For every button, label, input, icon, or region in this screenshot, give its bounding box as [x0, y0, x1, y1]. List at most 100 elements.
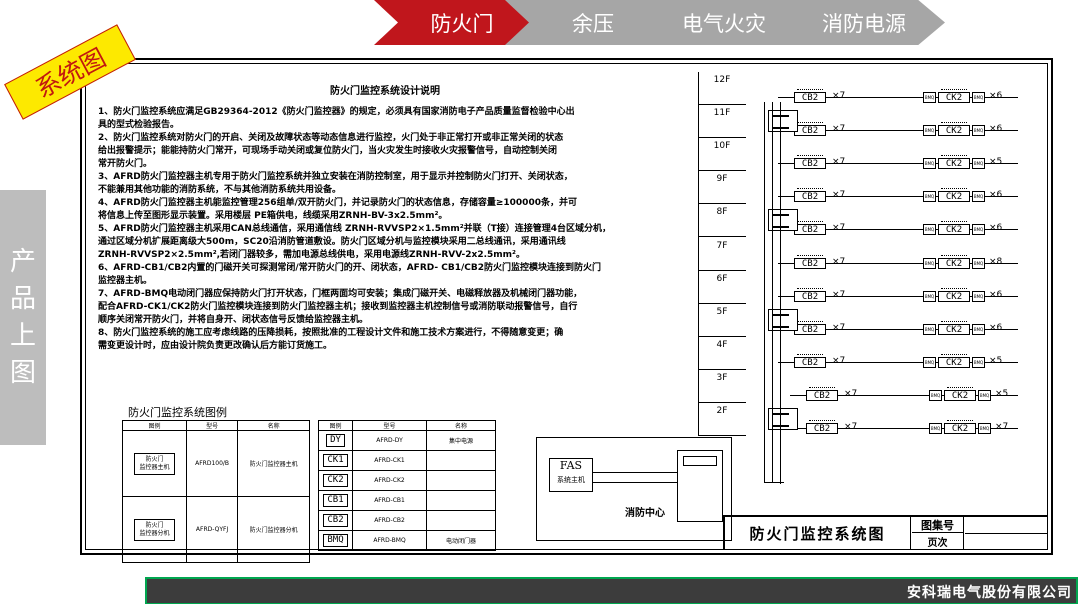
description-line: 给出报警提示；能能持防火门常开，可现场手动关闭或复位防火门，当火灾发生时接收火灾… [98, 146, 558, 156]
floor-cell: 2F [698, 403, 746, 437]
description-line: 8、防火门监控系统的施工应考虑线路的压降损耗，按照批准的工程设计文件和施工技术方… [98, 328, 564, 338]
legend-row: 防火门 监控器主机 AFRD100/B 防火门监控器主机 [122, 430, 310, 497]
ck-count: ×6 [989, 289, 1003, 300]
drawing-title: 防火门监控系统图 [725, 517, 911, 549]
floor-label: 3F [716, 372, 728, 383]
floor-label: 2F [716, 406, 728, 416]
nav-tab-fire-power[interactable]: 消防电源 [767, 0, 945, 45]
ck-count: ×7 [995, 422, 1009, 432]
side-tab-char: 品 [9, 283, 36, 314]
description-line: 具的型式检验报告。 [98, 120, 180, 130]
legend-symbol: DY [326, 434, 345, 447]
floor-bus-line [778, 229, 1018, 231]
side-tab-product-drawing[interactable]: 产 品 上 图 [0, 190, 46, 445]
floor-bus-line [778, 196, 1018, 198]
top-navigation: 防火门 余压 电气火灾 消防电源 [374, 0, 1080, 45]
door-closer-symbol: BMQ [929, 423, 942, 434]
cb-module: CB2 [794, 320, 826, 335]
legend-symbol: CB2 [323, 514, 348, 527]
cb-count: ×7 [844, 388, 858, 399]
legend-name [426, 450, 496, 471]
trunk-line [780, 102, 781, 484]
legend-header: 型号 [185, 420, 239, 431]
control-center-label: 消防中心 [625, 508, 665, 519]
legend-model: AFRD-QYFJ [185, 496, 239, 563]
floor-cell: 8F [698, 204, 746, 238]
nav-tab-residual-pressure[interactable]: 余压 [505, 0, 665, 45]
legend-symbol: CK2 [323, 474, 348, 487]
door-closer-symbol: BMQ [978, 423, 991, 434]
legend-name [426, 490, 496, 511]
floor-label: 12F [713, 75, 731, 85]
floor-cell: 11F [698, 105, 746, 139]
floor-bus-line [778, 130, 1018, 132]
legend-model: AFRD-BMQ [351, 530, 428, 551]
door-closer-symbol: BMQ [923, 191, 936, 203]
floor-cell: 7F [698, 238, 746, 271]
legend-header: 图例 [318, 420, 353, 431]
door-closer-symbol: BMQ [972, 257, 985, 269]
floor-bus-line [790, 394, 1018, 396]
door-closer-symbol: BMQ [923, 158, 936, 170]
cb-count: ×7 [832, 355, 846, 366]
nav-tab-label: 防火门 [430, 11, 494, 36]
ck-module: CK2 [938, 353, 970, 368]
nav-tab-fire-door[interactable]: 防火门 [374, 0, 534, 45]
door-closer-symbol: BMQ [923, 356, 936, 368]
floor-label: 9F [716, 174, 728, 185]
door-closer-symbol: BMQ [978, 389, 991, 401]
description-title: 防火门监控系统设计说明 [330, 86, 440, 97]
door-closer-symbol: BMQ [923, 323, 936, 335]
legend-model: AFRD100/B [185, 430, 239, 497]
floor-cell: 9F [698, 171, 746, 205]
fas-link-line [593, 472, 677, 473]
ck-count: ×6 [989, 322, 1003, 333]
door-closer-symbol: BMQ [972, 224, 985, 236]
drawing-number-label: 图集号 [912, 517, 964, 533]
floor-bus-line [778, 97, 1018, 98]
cb-module: CB2 [794, 155, 826, 170]
door-closer-symbol: BMQ [972, 290, 985, 302]
host-screen [683, 456, 717, 466]
door-closer-symbol: BMQ [972, 191, 985, 203]
fire-control-center: FAS 系统主机 消防中心 [536, 437, 732, 541]
ck-count: ×6 [989, 124, 1003, 135]
ck-count: ×5 [995, 388, 1009, 399]
door-closer-symbol: BMQ [929, 389, 942, 401]
description-line: 1、防火门监控系统应满足GB29364-2012《防火门监控器》的规定，必须具有… [98, 107, 575, 117]
legend-name: 防火门监控器主机 [237, 430, 310, 497]
description-line: 7、AFRD-BMQ电动闭门器应保持防火门打开状态，门框两面均可安装；集成门磁开… [98, 289, 583, 299]
drawing-frame: 防火门监控系统设计说明 1、防火门监控系统应满足GB29364-2012《防火门… [80, 58, 1053, 563]
cb-module: CB2 [794, 221, 826, 236]
ck-module: CK2 [938, 287, 970, 302]
fas-link-line [593, 482, 677, 483]
floor-cell: 12F [698, 72, 746, 106]
cb-module: CB2 [794, 254, 826, 269]
legend-header: 图例 [122, 420, 187, 431]
page-label: 页次 [912, 533, 964, 549]
legend-title: 防火门监控系统图例 [128, 406, 227, 419]
ck-module: CK2 [938, 320, 970, 335]
legend-table-left: 图例 型号 名称 防火门 监控器主机 AFRD100/B 防火门监控器主机 防火… [122, 420, 310, 563]
floor-label: 10F [713, 141, 731, 152]
trunk-line [764, 102, 765, 482]
door-closer-symbol: BMQ [972, 125, 985, 137]
legend-model: AFRD-DY [351, 430, 428, 451]
nav-tab-electrical-fire[interactable]: 电气火灾 [636, 0, 796, 45]
legend-symbol: CB1 [323, 494, 348, 507]
door-closer-symbol: BMQ [923, 125, 936, 137]
legend-name [426, 510, 496, 531]
ck-module: CK2 [938, 122, 970, 137]
nav-tab-label: 电气火灾 [682, 11, 766, 36]
floor-cell: 3F [698, 370, 746, 403]
footer-bar: 安科瑞电气股份有限公司 [145, 577, 1078, 604]
floor-label: 5F [716, 306, 728, 317]
cb-count: ×7 [832, 157, 846, 168]
door-closer-symbol: BMQ [972, 323, 985, 335]
description-line: ZRNH-RVVSP2×2.5mm²,若闭门器较多，需加电源总线供电，采用电源线… [98, 250, 525, 260]
ck-module: CK2 [938, 89, 970, 103]
